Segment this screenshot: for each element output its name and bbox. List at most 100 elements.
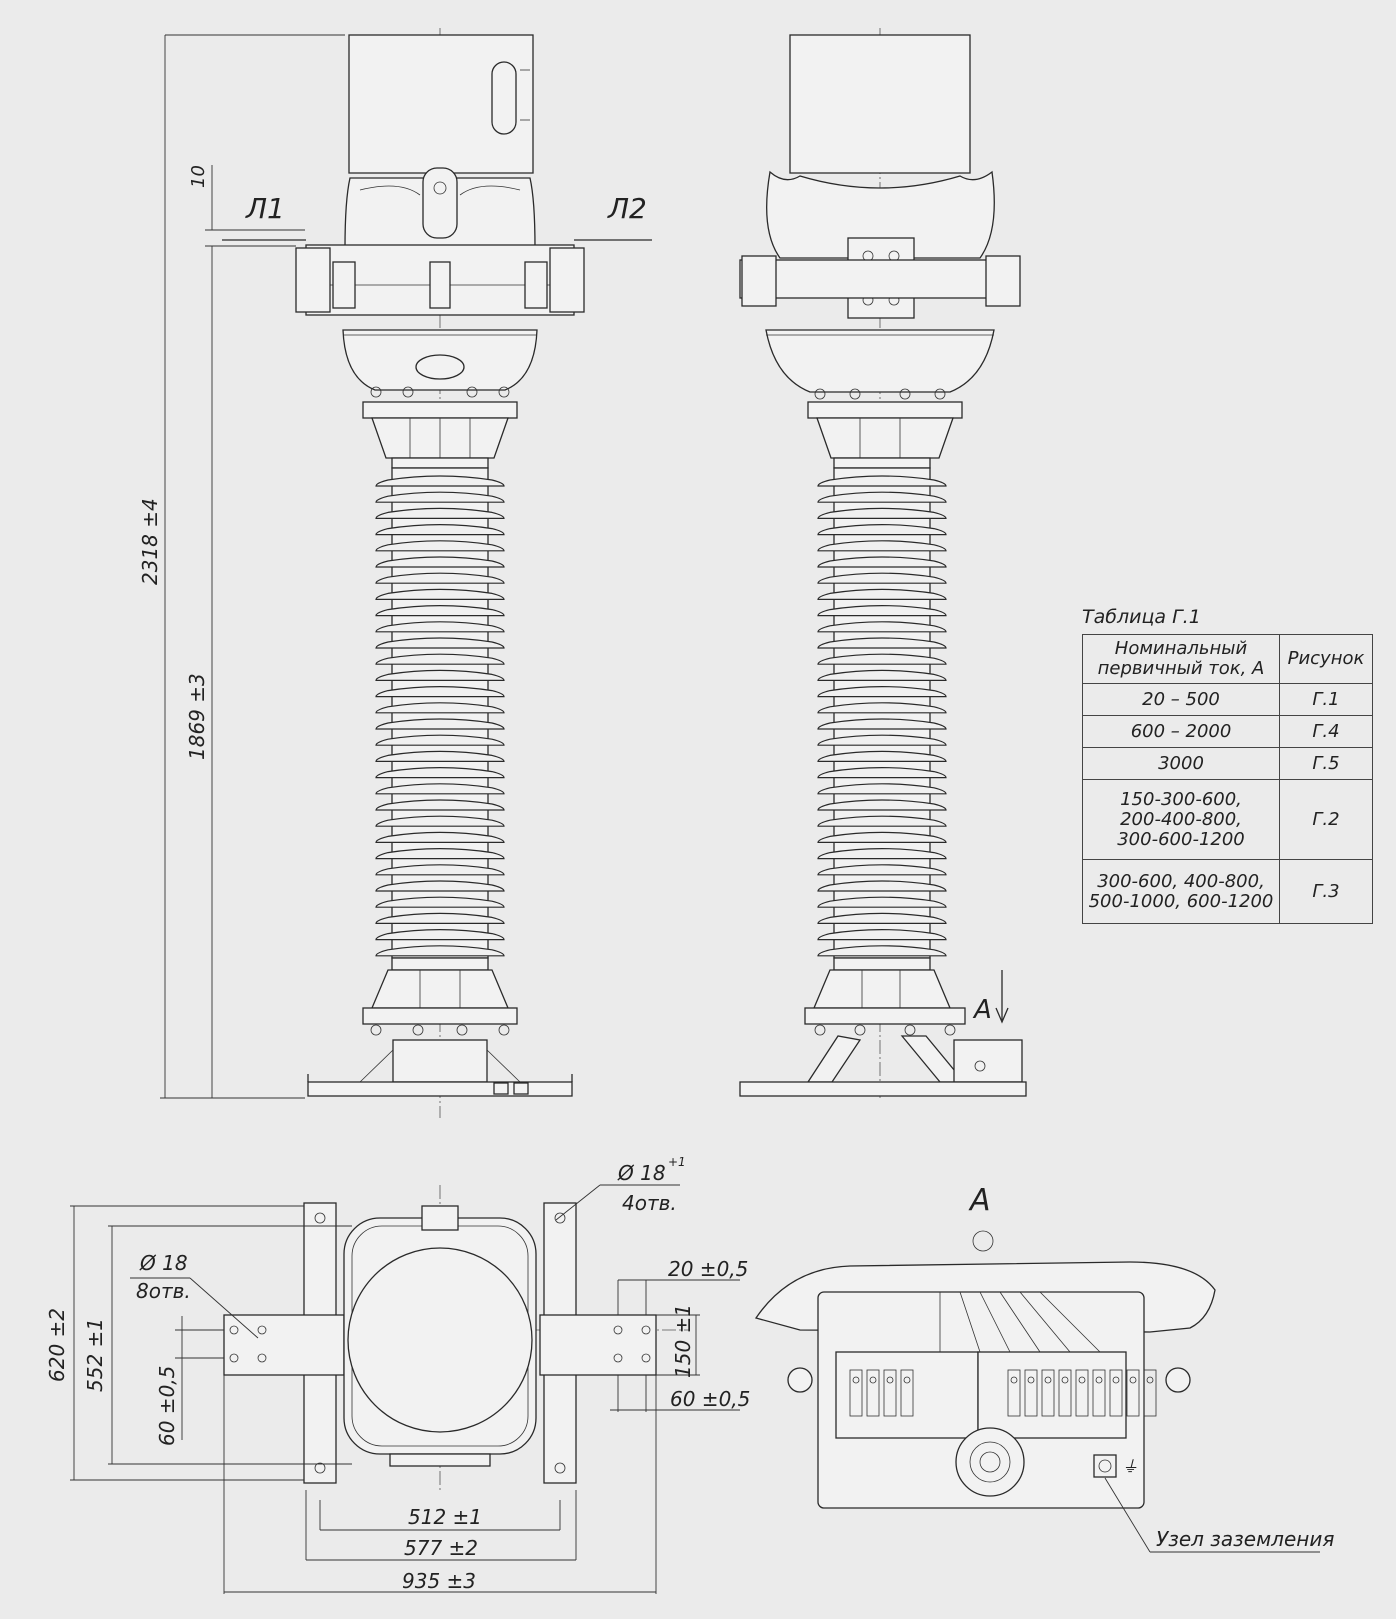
dim-depth-552: 552 ±1 <box>83 1318 107 1392</box>
hole-large-count: 4отв. <box>622 1191 677 1215</box>
dim-spacing-60-right: 60 ±0,5 <box>670 1387 750 1411</box>
insulator-shed <box>817 491 947 503</box>
terminal-clamp <box>883 1369 897 1417</box>
insulator-shed <box>375 848 505 860</box>
insulator-shed <box>817 864 947 876</box>
insulator-shed <box>375 750 505 762</box>
insulator-shed <box>375 621 505 633</box>
table-cell: 3000 <box>1082 747 1280 780</box>
insulator-shed <box>375 799 505 811</box>
insulator-shed <box>375 815 505 827</box>
insulator-shed <box>375 491 505 503</box>
terminal-clamp <box>1075 1369 1089 1417</box>
insulator-shed <box>817 572 947 584</box>
terminal-clamp <box>1092 1369 1106 1417</box>
dim-insulator-height: 1869 ±3 <box>185 673 209 760</box>
plan-view <box>70 1184 740 1594</box>
insulator-shed <box>375 524 505 536</box>
terminal-screw <box>1146 1376 1154 1384</box>
insulator-shed <box>817 507 947 519</box>
terminal-screw <box>903 1376 911 1384</box>
insulator-shed <box>817 653 947 665</box>
insulator-shed <box>817 767 947 779</box>
terminal-clamp <box>866 1369 880 1417</box>
insulator-shed <box>817 896 947 908</box>
view-a <box>754 1230 1320 1553</box>
insulator-shed <box>817 799 947 811</box>
table-cell: Г.3 <box>1279 859 1373 924</box>
dim-width-935: 935 ±3 <box>402 1569 476 1593</box>
insulator-shed <box>817 848 947 860</box>
table-cell: Г.4 <box>1279 715 1373 748</box>
terminal-clamp <box>1058 1369 1072 1417</box>
table-cell: Г.2 <box>1279 779 1373 860</box>
dim-width-577: 577 ±2 <box>404 1536 478 1560</box>
terminal-screw <box>852 1376 860 1384</box>
table-cell: 300-600, 400-800, 500-1000, 600-1200 <box>1082 859 1280 924</box>
terminal-screw <box>1112 1376 1120 1384</box>
side-view <box>739 28 1027 1100</box>
dim-spacing-20: 20 ±0,5 <box>668 1257 748 1281</box>
terminal-block <box>849 1369 1157 1417</box>
dim-spacing-60-left: 60 ±0,5 <box>155 1366 179 1446</box>
insulator-shed <box>375 605 505 617</box>
insulator-shed <box>375 637 505 649</box>
insulator-shed <box>817 912 947 924</box>
insulator-shed <box>375 507 505 519</box>
dim-total-height: 2318 ±4 <box>138 498 162 585</box>
dim-width-512: 512 ±1 <box>408 1505 482 1529</box>
terminal-screw <box>1129 1376 1137 1384</box>
insulator-shed <box>817 734 947 746</box>
insulator-shed <box>375 588 505 600</box>
insulator-shed <box>375 783 505 795</box>
insulator-shed <box>375 912 505 924</box>
insulator-shed <box>375 669 505 681</box>
insulator-shed <box>375 653 505 665</box>
terminal-screw <box>1027 1376 1035 1384</box>
insulator-shed <box>375 686 505 698</box>
insulator-shed <box>817 783 947 795</box>
insulator-shed <box>817 669 947 681</box>
insulator-shed <box>817 880 947 892</box>
insulator-shed <box>817 702 947 714</box>
hole-small-count: 8отв. <box>136 1279 191 1303</box>
insulator-shed <box>817 556 947 568</box>
insulator-shed <box>817 831 947 843</box>
insulator-sheds-side <box>817 475 947 957</box>
insulator-shed <box>817 718 947 730</box>
insulator-shed <box>375 929 505 941</box>
label-terminal-l2: Л2 <box>607 192 647 225</box>
insulator-shed <box>375 734 505 746</box>
terminal-clamp <box>1126 1369 1140 1417</box>
hole-large-dia: Ø 18 <box>617 1161 666 1185</box>
terminal-clamp <box>1041 1369 1055 1417</box>
insulator-shed <box>817 540 947 552</box>
terminal-screw <box>1061 1376 1069 1384</box>
table-cell: Г.1 <box>1279 683 1373 716</box>
insulator-shed <box>375 864 505 876</box>
terminal-screw <box>1010 1376 1018 1384</box>
label-terminal-l1: Л1 <box>245 192 285 225</box>
table-caption: Таблица Г.1 <box>1082 606 1201 628</box>
terminal-clamp <box>900 1369 914 1417</box>
insulator-shed <box>817 637 947 649</box>
terminal-screw <box>886 1376 894 1384</box>
insulator-shed <box>375 556 505 568</box>
table-cell: Г.5 <box>1279 747 1373 780</box>
insulator-shed <box>375 718 505 730</box>
current-rating-table: Номинальный первичный ток, А Рисунок 20 … <box>1082 634 1373 924</box>
label-grounding: Узел заземления <box>1156 1527 1334 1551</box>
dim-spacing-150: 150 ±1 <box>671 1304 695 1378</box>
insulator-shed <box>375 896 505 908</box>
insulator-shed <box>817 621 947 633</box>
insulator-shed <box>375 945 505 957</box>
terminal-screw <box>869 1376 877 1384</box>
insulator-sheds-front <box>375 475 505 957</box>
terminal-clamp <box>1143 1369 1157 1417</box>
front-view <box>160 28 652 1118</box>
insulator-shed <box>817 815 947 827</box>
label-view-a-marker: A <box>972 995 992 1025</box>
terminal-screw <box>1078 1376 1086 1384</box>
insulator-shed <box>375 880 505 892</box>
insulator-shed <box>375 475 505 487</box>
